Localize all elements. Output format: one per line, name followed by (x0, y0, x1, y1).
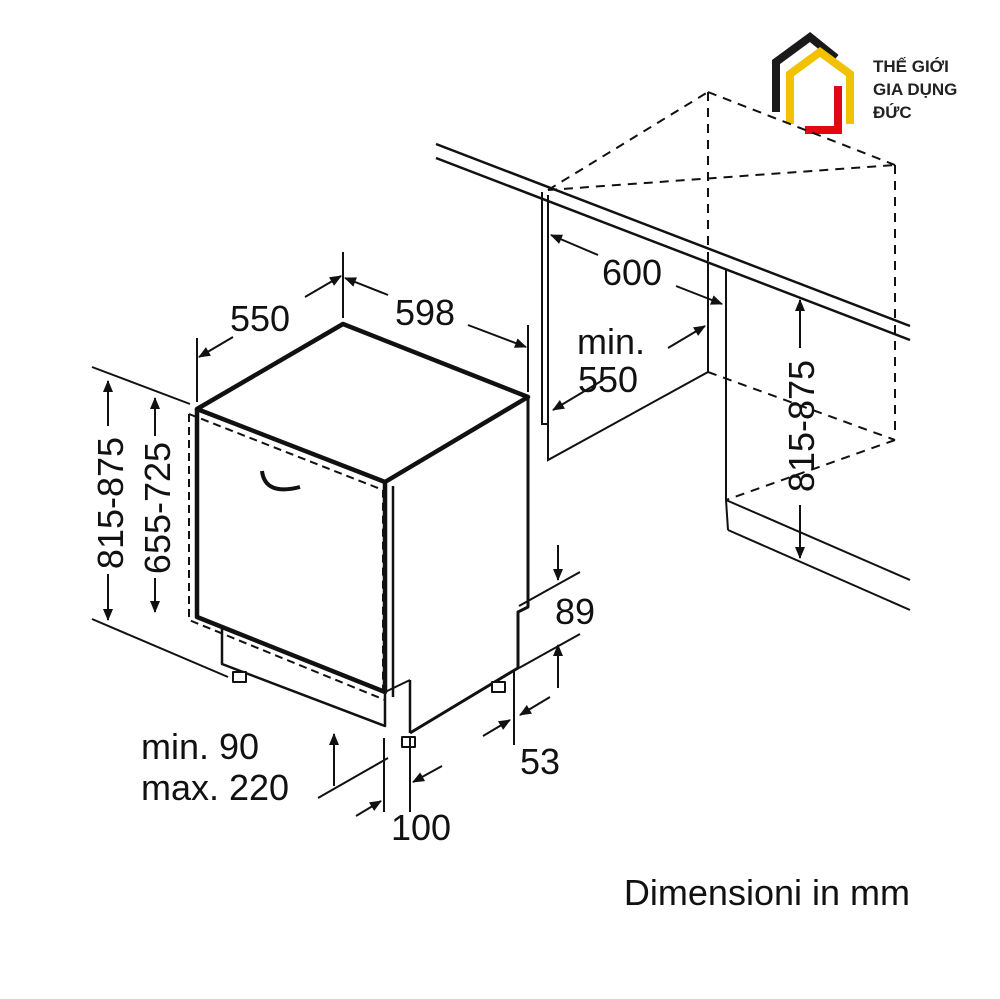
depth-label: 550 (230, 298, 290, 339)
logo-line-3: ĐỨC (873, 103, 912, 122)
niche-width-label: 600 (602, 252, 662, 293)
door-height-label: 655-725 (137, 442, 178, 574)
plinth-depth-label: 100 (391, 807, 451, 848)
niche-min-label: min. (577, 321, 645, 362)
units-caption: Dimensioni in mm (623, 872, 910, 913)
plinth-min-label: min. 90 (141, 726, 259, 767)
dimension-lines (91, 252, 581, 817)
house-icon (772, 31, 854, 134)
niche-height-label: 815-875 (781, 360, 822, 492)
cabinet-niche (435, 91, 911, 611)
niche-min-value: 550 (578, 359, 638, 400)
plinth-offset-label: 53 (520, 741, 560, 782)
brand-logo: THẾ GIỚI GIA DỤNG ĐỨC (772, 31, 957, 134)
plinth-top-label: 89 (555, 591, 595, 632)
dimension-labels: 550 598 600 min. 550 815-875 655-725 815… (90, 252, 822, 848)
width-label: 598 (395, 292, 455, 333)
dishwasher-body (188, 321, 531, 748)
logo-line-2: GIA DỤNG (873, 80, 957, 99)
total-height-label: 815-875 (90, 437, 131, 569)
logo-line-1: THẾ GIỚI (873, 57, 949, 76)
plinth-max-label: max. 220 (141, 767, 289, 808)
foot (232, 671, 506, 748)
